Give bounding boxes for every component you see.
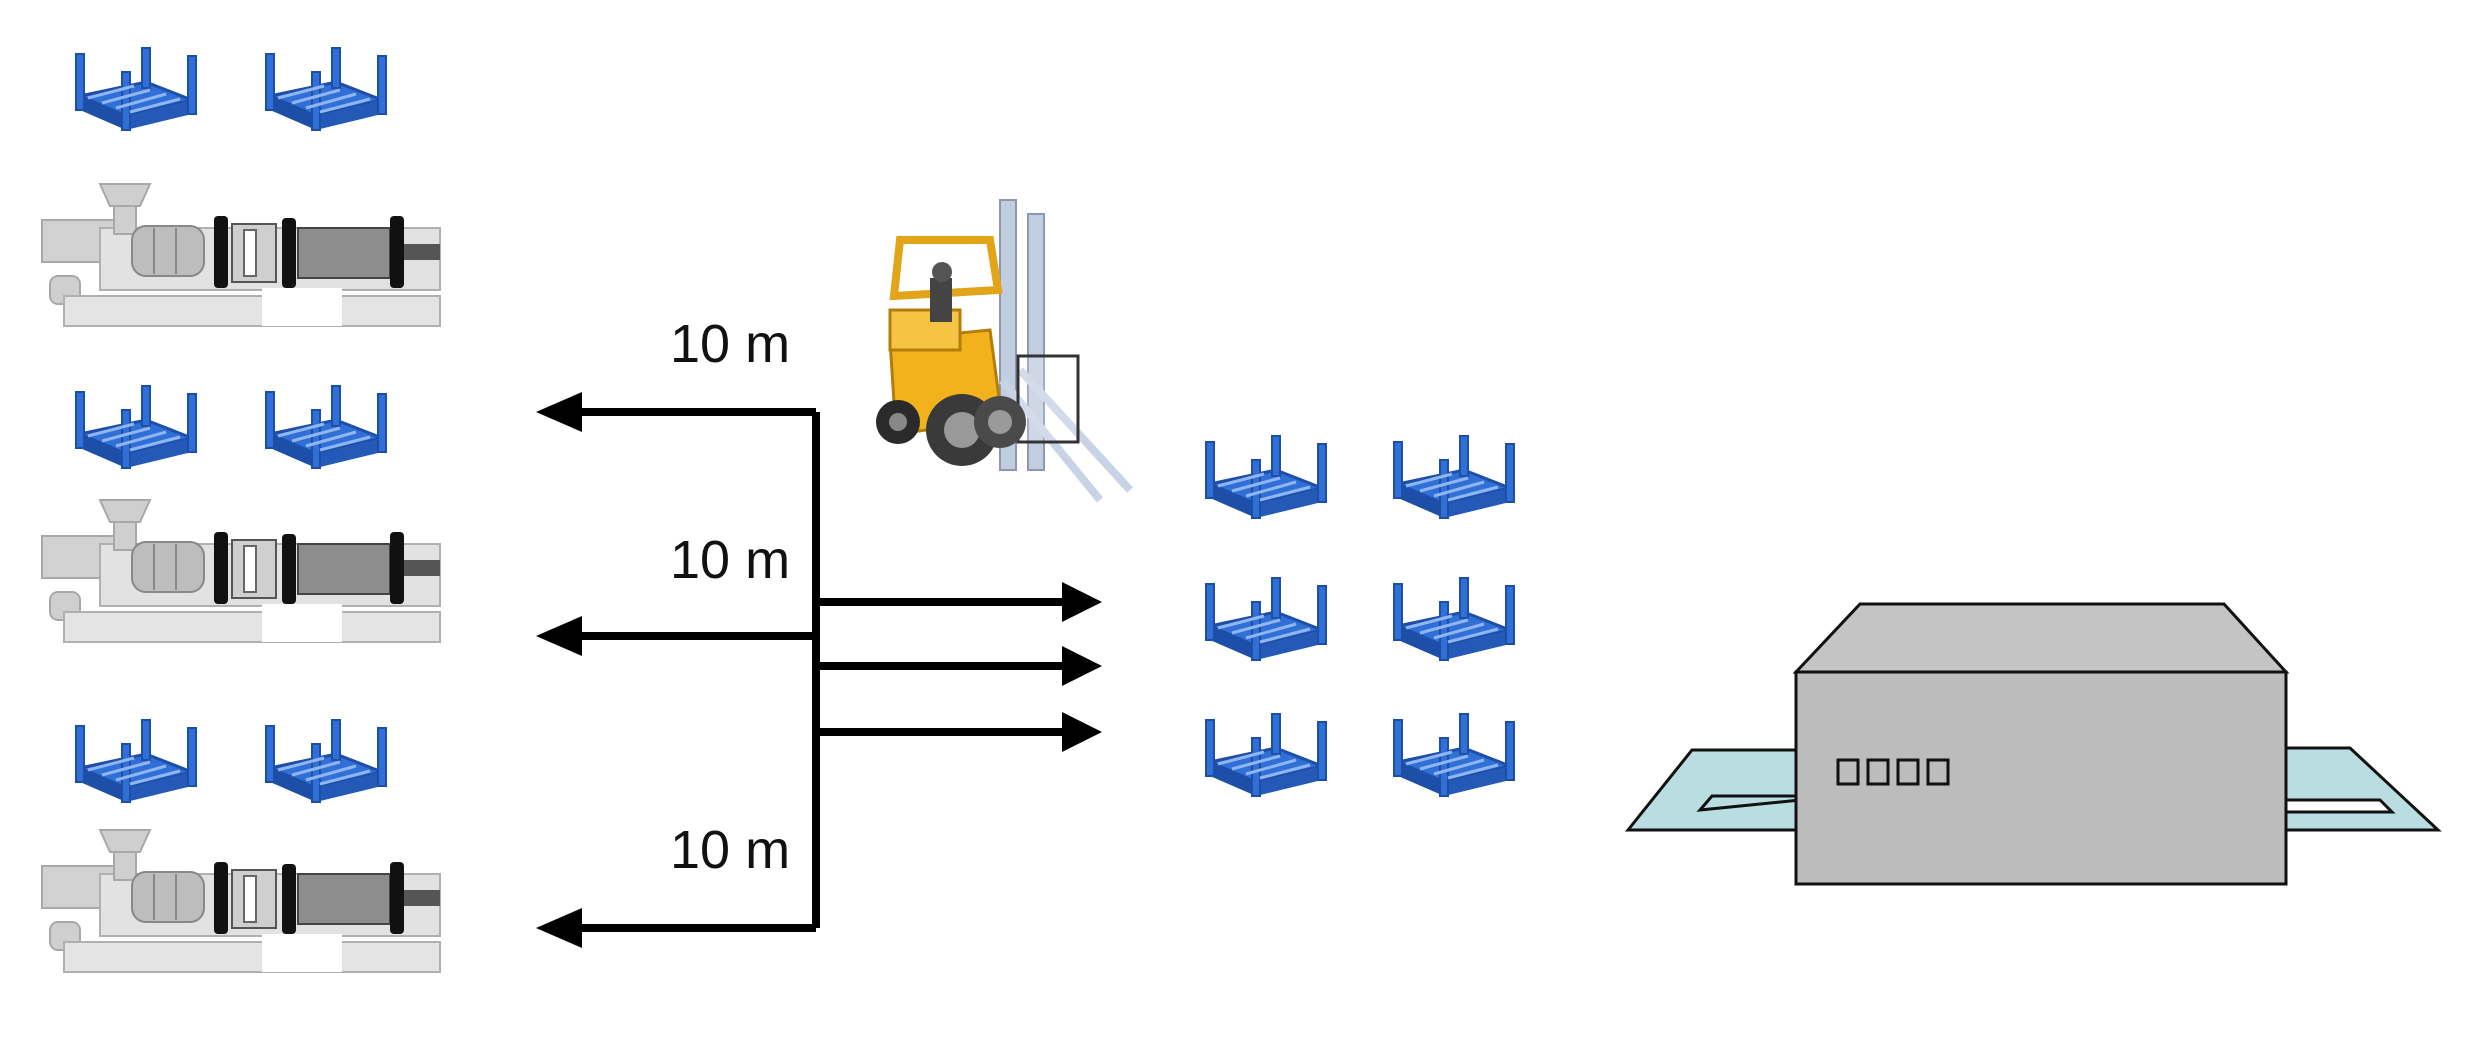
rack-icon xyxy=(74,46,198,132)
distance-label-top: 10 m xyxy=(670,314,790,374)
injection-machine-icon xyxy=(41,183,441,327)
rack-icon xyxy=(1204,576,1328,662)
rack-icon xyxy=(1392,712,1516,798)
rack-icon xyxy=(74,384,198,470)
indicator-light xyxy=(1926,758,1950,786)
rack-icon xyxy=(264,718,388,804)
rack-icon xyxy=(1204,434,1328,520)
indicator-light xyxy=(1866,758,1890,786)
injection-machine-icon xyxy=(41,499,441,643)
distance-label-middle: 10 m xyxy=(670,530,790,590)
rack-icon xyxy=(1392,576,1516,662)
forklift-icon xyxy=(876,199,1133,503)
rack-icon xyxy=(264,384,388,470)
rack-icon xyxy=(1392,434,1516,520)
distance-label-bottom: 10 m xyxy=(670,820,790,880)
tunnel-washer-icon xyxy=(1624,602,2442,886)
indicator-light xyxy=(1896,758,1920,786)
indicator-light xyxy=(1836,758,1860,786)
rack-icon xyxy=(1204,712,1328,798)
arrowheads xyxy=(536,392,1102,948)
rack-icon xyxy=(74,718,198,804)
rack-icon xyxy=(264,46,388,132)
injection-machine-icon xyxy=(41,829,441,973)
transport-arrows xyxy=(578,408,1070,932)
